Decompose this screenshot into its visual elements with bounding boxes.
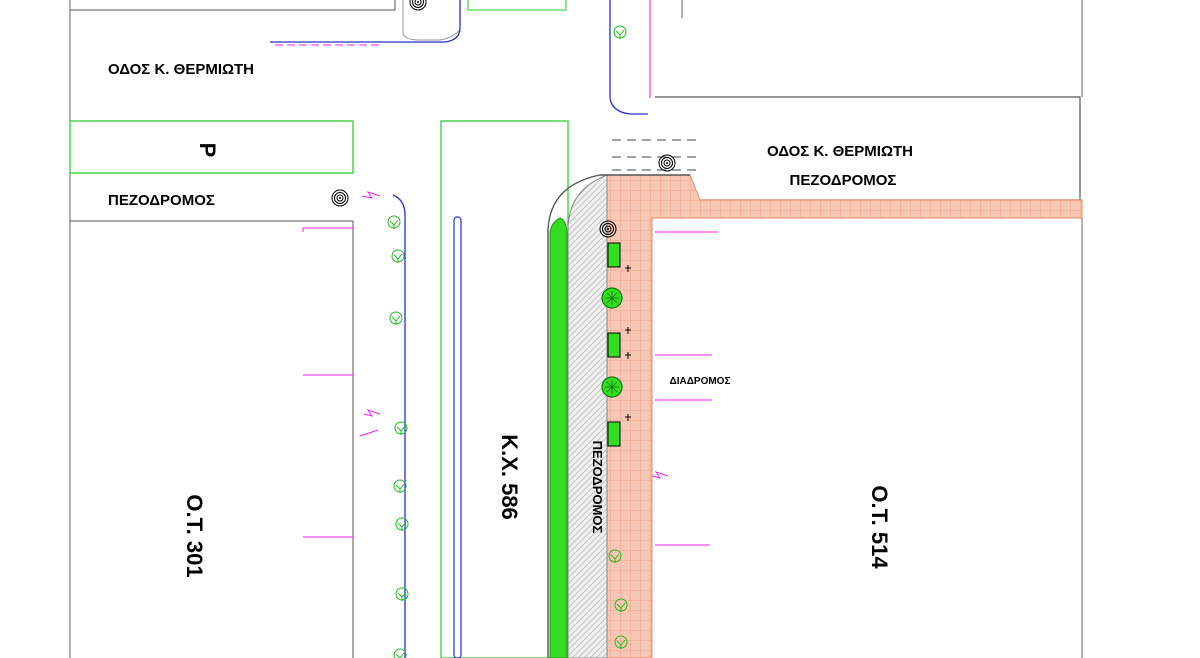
street-lamp-icon <box>599 220 617 238</box>
herringbone-walkway <box>567 174 608 658</box>
parking-area <box>69 120 354 174</box>
tree-icon <box>395 517 409 532</box>
lot-lines-right <box>651 231 718 546</box>
kx-label: Κ.Χ. 586 <box>497 434 522 520</box>
block-label-left: Ο.Τ. 301 <box>182 494 207 577</box>
tree-icon <box>391 249 405 264</box>
pedestrian-label-vertical: ΠΕΖΟΔΡΟΜΟΣ <box>590 441 605 534</box>
median-curb <box>453 216 462 658</box>
tree-icon <box>389 311 403 326</box>
bench-icon <box>607 421 621 447</box>
curb-line-left <box>392 194 406 658</box>
street-lamp-icon <box>409 0 427 11</box>
street-name-top: ΟΔΟΣ Κ. ΘΕΡΜΙΩΤΗ <box>108 61 254 78</box>
lot-lines-left <box>302 191 381 538</box>
block-label-right: Ο.Τ. 514 <box>867 485 892 569</box>
tree-icon <box>613 25 627 40</box>
tree-icon <box>393 648 407 658</box>
block-top-left <box>69 0 567 46</box>
tree-icon <box>395 587 409 602</box>
tree-icon <box>387 215 401 230</box>
pedestrian-label-right: ΠΕΖΟΔΡΟΜΟΣ <box>790 172 897 189</box>
street-lamp-icon <box>331 189 349 207</box>
bench-icon <box>607 242 621 268</box>
corridor-label: ΔΙΑΔΡΟΜΟΣ <box>670 376 731 387</box>
parking-label: Ρ <box>195 143 220 158</box>
corner-curb <box>547 174 690 658</box>
street-lamp-icon <box>658 154 676 172</box>
planting-strip <box>549 217 568 658</box>
central-green-strip <box>440 120 569 658</box>
tree-icon <box>601 287 623 309</box>
pedestrian-crossing <box>612 139 700 171</box>
street-name-right: ΟΔΟΣ Κ. ΘΕΡΜΙΩΤΗ <box>767 143 913 160</box>
bench-icon <box>607 332 621 358</box>
pedestrian-label-left: ΠΕΖΟΔΡΟΜΟΣ <box>108 192 215 209</box>
tree-icon <box>393 479 407 494</box>
tree-icon <box>601 376 623 398</box>
paved-sidewalk <box>606 174 1083 658</box>
